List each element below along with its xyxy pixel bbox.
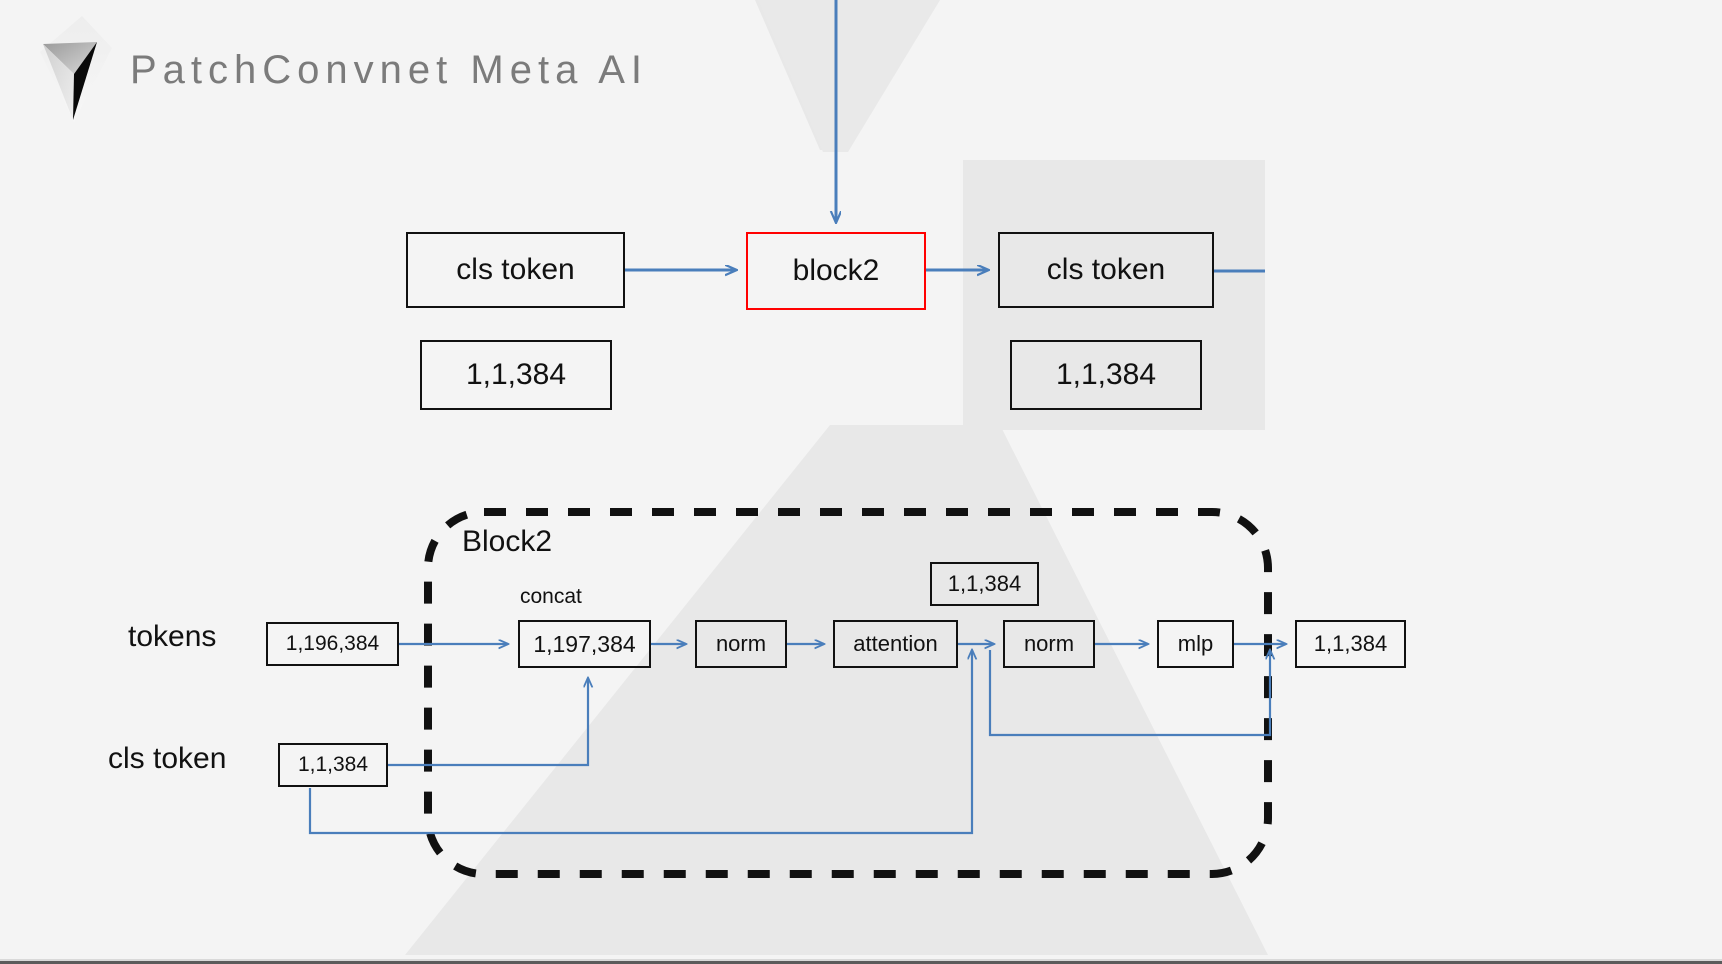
norm2-box: norm <box>1003 620 1095 668</box>
bottom-rule-dark <box>0 961 1722 964</box>
row-label-tokens: tokens <box>128 620 217 653</box>
attention-shape-box: 1,1,384 <box>930 562 1039 606</box>
top-cls-token-output-box: cls token <box>998 232 1214 308</box>
top-block2-box[interactable]: block2 <box>746 232 926 310</box>
block2-frame-label: Block2 <box>462 525 553 558</box>
row-label-cls-token: cls token <box>108 742 227 775</box>
top-cls-token-input-box: cls token <box>406 232 625 308</box>
block-output-shape-box: 1,1,384 <box>1295 620 1406 668</box>
concat-caption: concat <box>520 585 582 608</box>
concat-shape-box: 1,197,384 <box>518 620 651 668</box>
cls-token-shape-box: 1,1,384 <box>278 743 388 787</box>
meta-infinity-logo-icon <box>40 16 112 122</box>
bottom-rule-light <box>0 959 1722 961</box>
top-cls-token-output-shape-box: 1,1,384 <box>1010 340 1202 410</box>
mlp-box: mlp <box>1157 620 1234 668</box>
attention-box: attention <box>833 620 958 668</box>
norm1-box: norm <box>695 620 787 668</box>
tokens-shape-box: 1,196,384 <box>266 622 399 666</box>
top-cls-token-input-shape-box: 1,1,384 <box>420 340 612 410</box>
page-title: PatchConvnet Meta AI <box>130 47 649 92</box>
slide-header: PatchConvnet Meta AI <box>34 14 648 126</box>
